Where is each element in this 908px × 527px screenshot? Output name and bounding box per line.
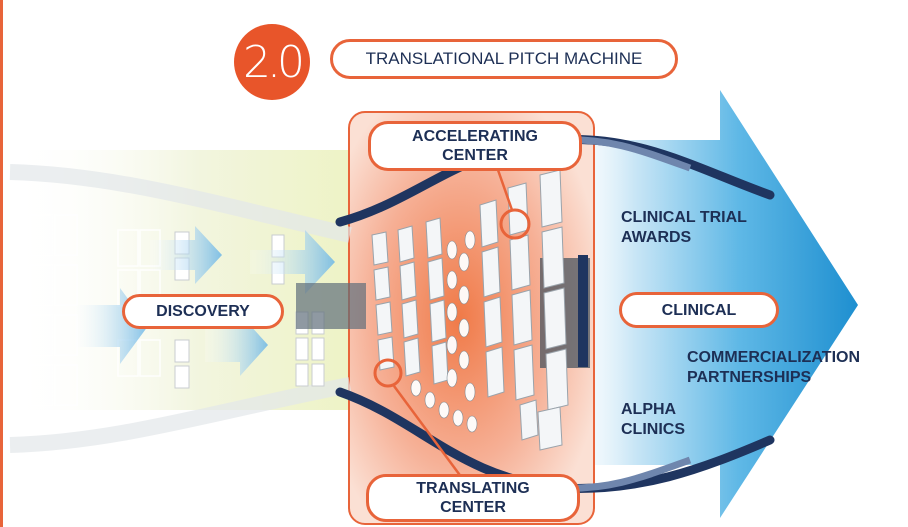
translating-center-line2: CENTER — [440, 499, 506, 516]
clinical-trial-awards-label: CLINICAL TRIAL AWARDS — [621, 208, 747, 248]
rotor-discs — [410, 230, 478, 433]
page-title: TRANSLATIONAL PITCH MACHINE — [330, 39, 678, 79]
translating-center-marker — [373, 358, 403, 388]
discovery-pill: DISCOVERY — [122, 294, 284, 329]
alpha-clinics-line2: CLINICS — [621, 421, 685, 438]
commercialization-line1: COMMERCIALIZATION — [687, 349, 861, 366]
translating-center-pill: TRANSLATING CENTER — [366, 474, 580, 522]
clinical-trial-awards-line2: AWARDS — [621, 229, 692, 246]
accelerating-center-line1: ACCELERATING — [412, 128, 538, 145]
commercialization-partnerships-label: COMMERCIALIZATION PARTNERSHIPS — [687, 348, 860, 388]
clinical-trial-awards-line1: CLINICAL TRIAL — [621, 209, 747, 226]
accelerating-center-marker — [499, 208, 531, 240]
accelerating-center-pill: ACCELERATING CENTER — [368, 121, 582, 171]
version-badge: 2.0 — [234, 24, 310, 100]
clinical-pill: CLINICAL — [619, 292, 779, 328]
commercialization-line2: PARTNERSHIPS — [687, 369, 812, 386]
alpha-clinics-line1: ALPHA — [621, 401, 677, 418]
alpha-clinics-label: ALPHA CLINICS — [621, 400, 685, 440]
accelerating-center-line2: CENTER — [442, 147, 508, 164]
turbine-blades — [371, 169, 569, 451]
translating-center-line1: TRANSLATING — [416, 480, 530, 497]
left-border — [0, 0, 3, 527]
